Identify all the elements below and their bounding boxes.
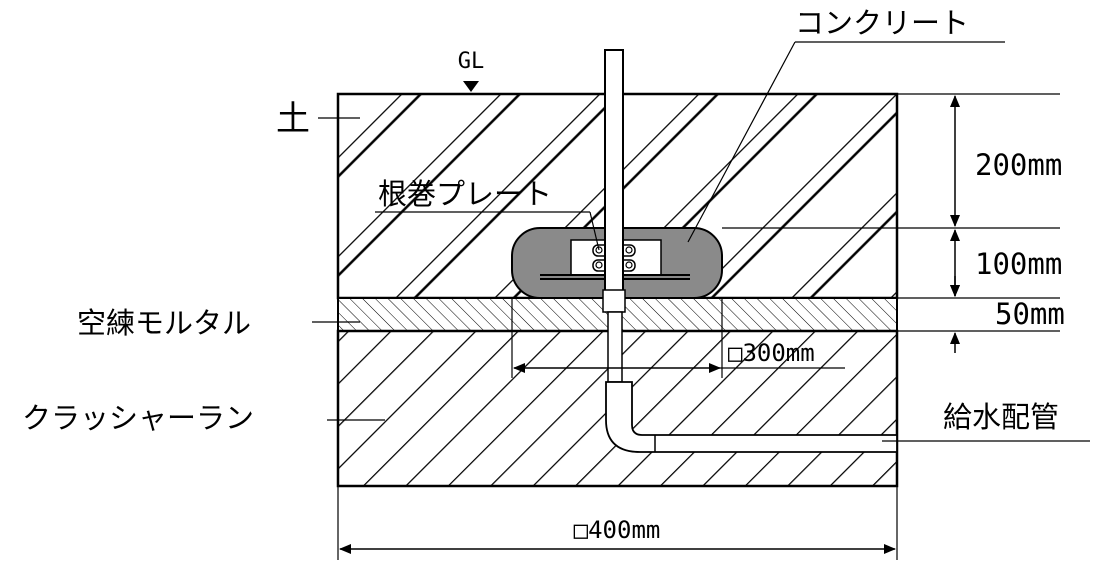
concrete-label: コンクリート <box>795 6 969 40</box>
concrete-width-label: □300mm <box>728 339 815 367</box>
vertical-dimensions: 200mm 100mm 50mm <box>722 93 1065 353</box>
root-plate-label: 根巻プレート <box>378 177 552 211</box>
mortar-depth-label: 50mm <box>995 297 1065 331</box>
water-pipe-label: 給水配管 <box>943 400 1059 434</box>
overall-width-label: □400mm <box>574 516 661 544</box>
root-plate-callout: 根巻プレート <box>375 177 600 251</box>
crusher-run-label: クラッシャーラン <box>22 401 254 435</box>
concrete-callout: コンクリート <box>687 6 1005 243</box>
concrete-depth-label: 100mm <box>975 247 1062 281</box>
overall-width-dimension: □400mm <box>337 486 898 560</box>
gl-marker: GL <box>458 49 485 92</box>
water-pipe-callout: 給水配管 <box>882 400 1090 442</box>
soil-depth-label: 200mm <box>975 148 1062 182</box>
water-pipe <box>605 381 898 453</box>
concrete-width-dimension: □300mm <box>511 298 845 378</box>
gl-label: GL <box>458 49 485 74</box>
soil-label: 土 <box>276 99 310 139</box>
dry-mortar-label: 空練モルタル <box>77 306 251 340</box>
left-labels: 土 空練モルタル クラッシャーラン <box>22 99 385 435</box>
